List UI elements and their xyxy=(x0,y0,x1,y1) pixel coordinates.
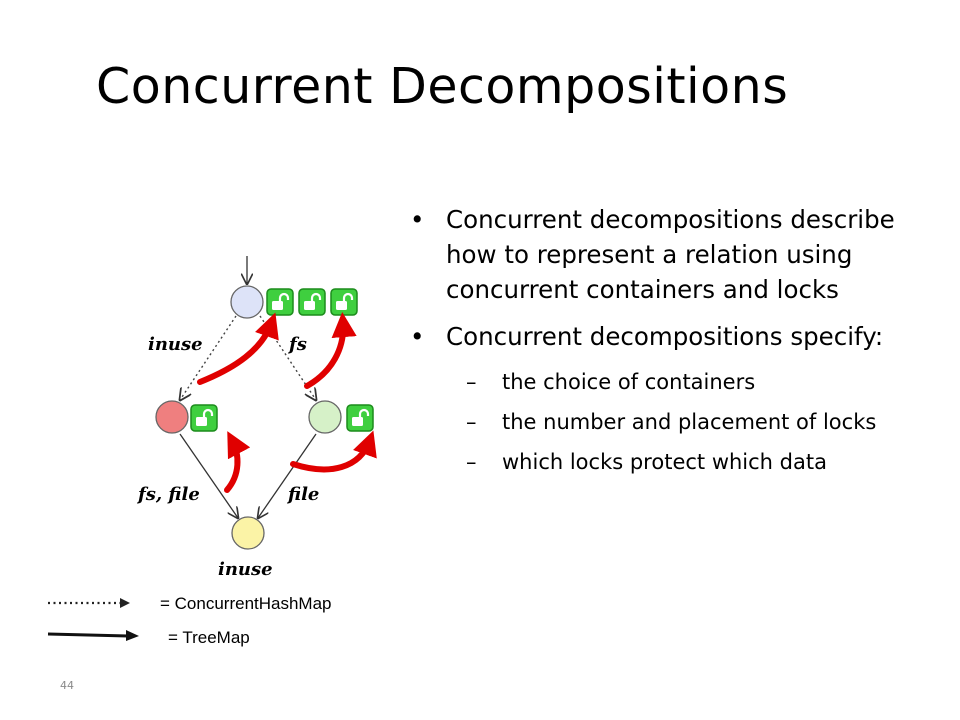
legend-concurrenthashmap: = ConcurrentHashMap xyxy=(160,594,332,613)
label-fs-top: fs xyxy=(287,334,307,355)
sub-bullet-item: – the choice of containers xyxy=(408,366,948,398)
dash-icon: – xyxy=(466,450,477,474)
legend-solid-arrowhead xyxy=(126,630,139,641)
slide-title: Concurrent Decompositions xyxy=(96,58,789,115)
sub-bullet-text: the number and placement of locks xyxy=(502,410,877,434)
dash-icon: – xyxy=(466,370,477,394)
sub-bullet-text: the choice of containers xyxy=(502,370,756,394)
bullet-dot-icon: • xyxy=(410,322,425,351)
label-file: file xyxy=(286,484,319,505)
label-fs-file: fs, file xyxy=(136,484,200,505)
lock-arrow-fs xyxy=(304,311,357,389)
lock-icon xyxy=(265,287,295,317)
edge-fs-file-solid xyxy=(179,433,238,518)
lock-arrow-fs-file xyxy=(224,431,251,493)
edge-inuse-dotted xyxy=(180,315,237,400)
bullet-text: Concurrent decompositions specify: xyxy=(446,322,884,351)
legend-treemap: = TreeMap xyxy=(168,628,250,647)
lock-icon xyxy=(345,403,375,433)
node-right xyxy=(308,400,342,434)
node-left xyxy=(155,400,189,434)
lock-icon xyxy=(189,403,219,433)
lock-icon xyxy=(329,287,359,317)
bullet-item: • Concurrent decompositions describe how… xyxy=(408,202,948,307)
dash-icon: – xyxy=(466,410,477,434)
lock-icon xyxy=(297,287,327,317)
node-bottom xyxy=(231,516,265,550)
node-top xyxy=(230,285,264,319)
edge-file-solid xyxy=(258,433,317,518)
sub-bullet-text: which locks protect which data xyxy=(502,450,827,474)
legend-dotted-arrowhead xyxy=(120,598,130,608)
lock-arrow-inuse xyxy=(197,312,279,385)
label-inuse-top: inuse xyxy=(148,334,203,355)
sub-bullet-item: – the number and placement of locks xyxy=(408,406,948,438)
bullet-list: • Concurrent decompositions describe how… xyxy=(408,202,948,478)
legend-solid-line xyxy=(47,632,129,638)
bullet-item: • Concurrent decompositions specify: xyxy=(408,319,948,354)
bullet-text: Concurrent decompositions describe how t… xyxy=(446,205,895,304)
lock-arrow-file xyxy=(290,430,377,473)
sub-bullet-item: – which locks protect which data xyxy=(408,446,948,478)
page-number: 44 xyxy=(60,679,74,692)
label-inuse-bottom: inuse xyxy=(218,559,273,580)
bullet-dot-icon: • xyxy=(410,205,425,234)
